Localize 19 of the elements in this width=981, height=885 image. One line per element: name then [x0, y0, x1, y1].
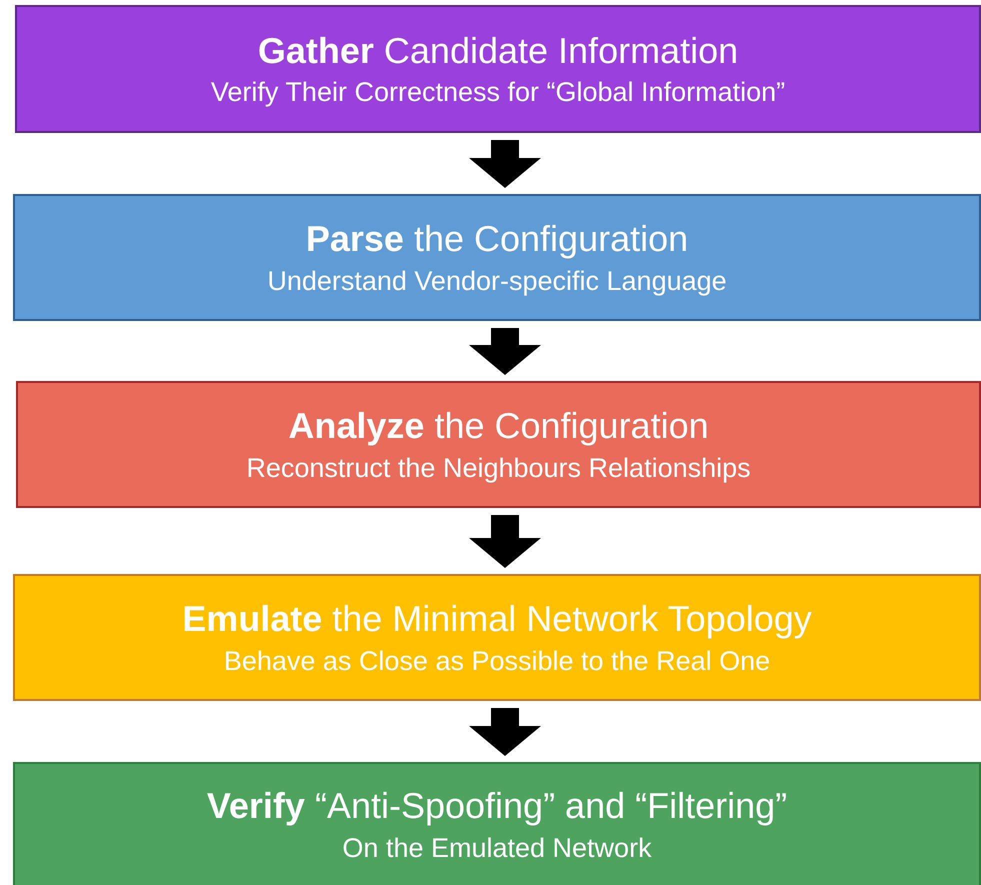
step-title: Parse the Configuration: [306, 218, 688, 260]
arrow: [469, 708, 541, 756]
step-subtitle: Reconstruct the Neighbours Relationships: [246, 452, 751, 484]
step-subtitle: Understand Vendor-specific Language: [267, 266, 727, 297]
process-box: [16, 381, 981, 508]
arrow: [469, 515, 541, 568]
arrow: [469, 140, 541, 188]
arrow: [469, 328, 541, 375]
process-box: [13, 574, 981, 701]
step-subtitle: Behave as Close as Possible to the Real One: [224, 646, 770, 677]
process-box: [13, 762, 981, 885]
process-box: [15, 5, 981, 133]
step-title: Emulate the Minimal Network Topology: [182, 598, 812, 640]
step-subtitle: Verify Their Correctness for “Global Information”: [210, 77, 786, 108]
step-subtitle: On the Emulated Network: [342, 832, 652, 864]
step-title: Verify “Anti-Spoofing” and “Filtering”: [206, 785, 788, 827]
step-title: Analyze the Configuration: [288, 405, 709, 447]
step-title: Gather Candidate Information: [258, 30, 738, 72]
process-box: [13, 194, 981, 321]
